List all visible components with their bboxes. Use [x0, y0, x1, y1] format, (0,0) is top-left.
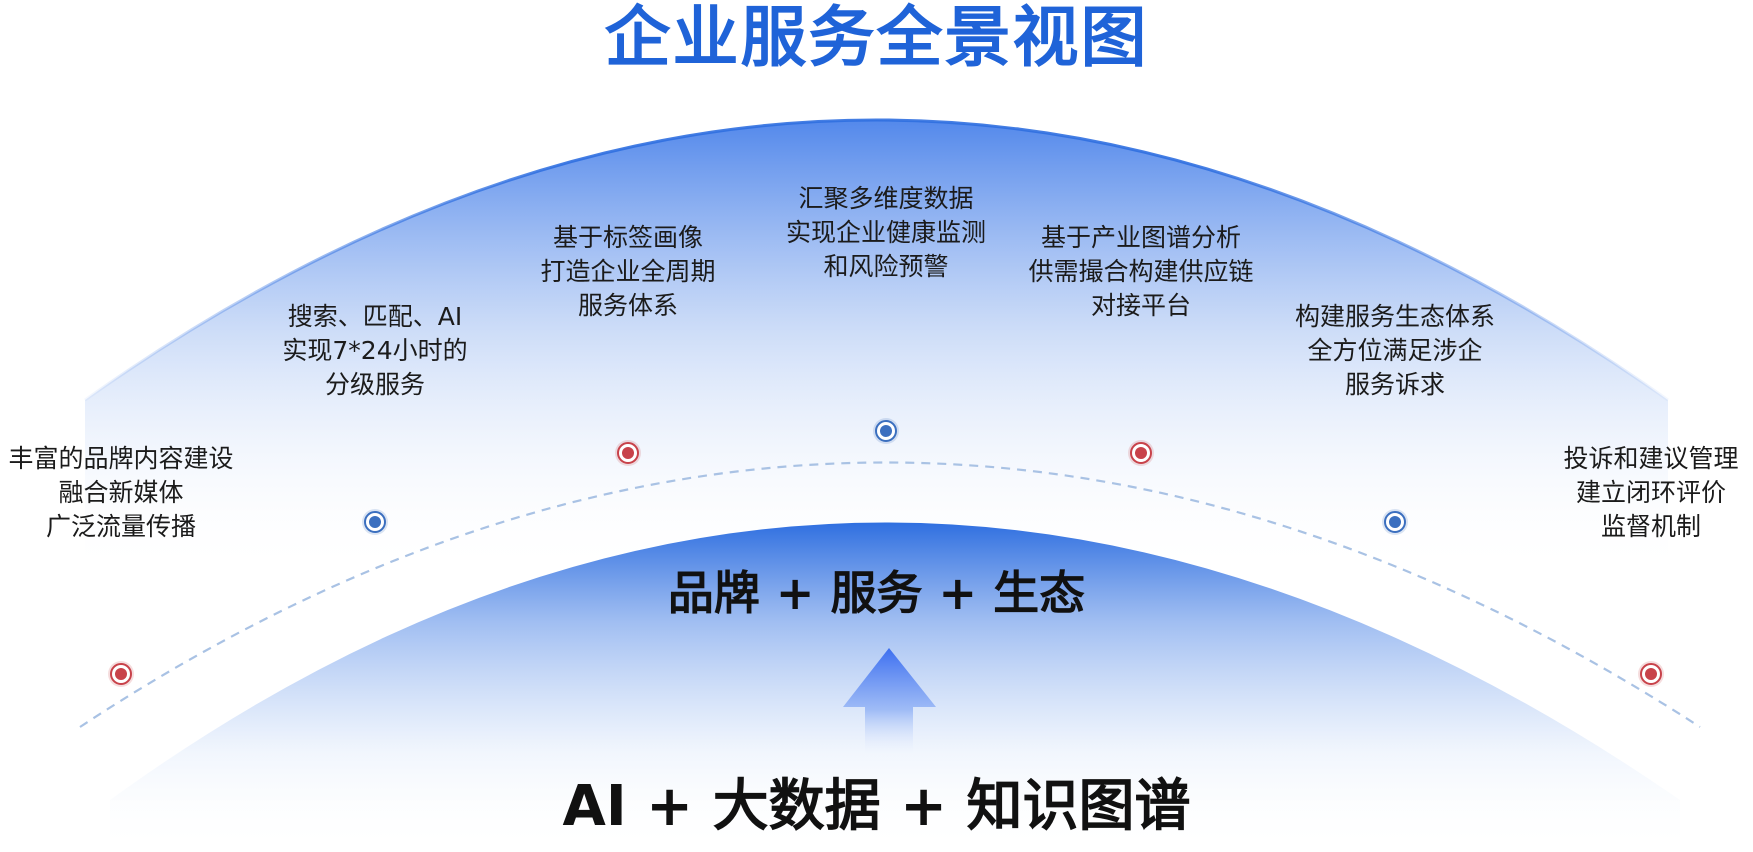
- foundation-text: AI + 大数据 + 知识图谱: [562, 774, 1191, 839]
- nodes-layer: [108, 318, 1664, 687]
- node-label-line: 基于产业图谱分析: [1040, 223, 1242, 252]
- node-dot: [1389, 516, 1401, 528]
- node-label-line: 广泛流量传播: [45, 512, 197, 541]
- node-dot: [622, 447, 634, 459]
- node-label-line: 服务诉求: [1344, 370, 1446, 399]
- node-dot: [369, 516, 381, 528]
- node-label-line: 实现企业健康监测: [785, 218, 987, 247]
- node-label: 丰富的品牌内容建设融合新媒体广泛流量传播: [8, 442, 233, 544]
- node-label: 构建服务生态体系全方位满足涉企服务诉求: [1295, 300, 1495, 402]
- node-label-line: 建立闭环评价: [1575, 478, 1727, 507]
- node-label-line: 汇聚多维度数据: [798, 184, 974, 213]
- node-label: 基于产业图谱分析供需撮合构建供应链对接平台: [1028, 221, 1253, 323]
- node-label: 基于标签画像打造企业全周期服务体系: [540, 221, 715, 323]
- node-label-line: 基于标签画像: [552, 223, 704, 252]
- node-label-line: 对接平台: [1090, 291, 1192, 320]
- dashed-orbit: [79, 461, 1701, 728]
- node-dot: [1645, 668, 1657, 680]
- node-label: 投诉和建议管理建立闭环评价监督机制: [1563, 442, 1738, 544]
- outer-arc-line: [84, 118, 1669, 402]
- page-title: 企业服务全景视图: [604, 0, 1149, 76]
- platform-text: 品牌 + 服务 + 生态: [667, 566, 1086, 620]
- node-label-line: 构建服务生态体系: [1294, 302, 1496, 331]
- node-label-line: 搜索、匹配、AI: [287, 302, 463, 331]
- node-label-line: 打造企业全周期: [540, 257, 716, 286]
- node-label-line: 实现7*24小时的: [282, 336, 468, 365]
- node-dot: [880, 425, 892, 437]
- node-dot: [1135, 447, 1147, 459]
- up-arrow-icon: [843, 648, 936, 760]
- node-label-line: 监督机制: [1600, 512, 1702, 541]
- node-label-line: 和风险预警: [823, 252, 949, 281]
- node-dot: [115, 668, 127, 680]
- node-label-line: 融合新媒体: [58, 478, 184, 507]
- node-label-line: 分级服务: [324, 370, 425, 399]
- node-label: 汇聚多维度数据实现企业健康监测和风险预警: [786, 182, 986, 284]
- node-label-line: 投诉和建议管理: [1563, 444, 1739, 473]
- node-label-line: 全方位满足涉企: [1307, 336, 1483, 365]
- node-label-line: 服务体系: [577, 291, 679, 320]
- node-label-line: 丰富的品牌内容建设: [8, 444, 234, 473]
- node-label: 搜索、匹配、AI 实现7*24小时的分级服务: [282, 300, 467, 402]
- node-label-line: 供需撮合构建供应链: [1028, 257, 1254, 286]
